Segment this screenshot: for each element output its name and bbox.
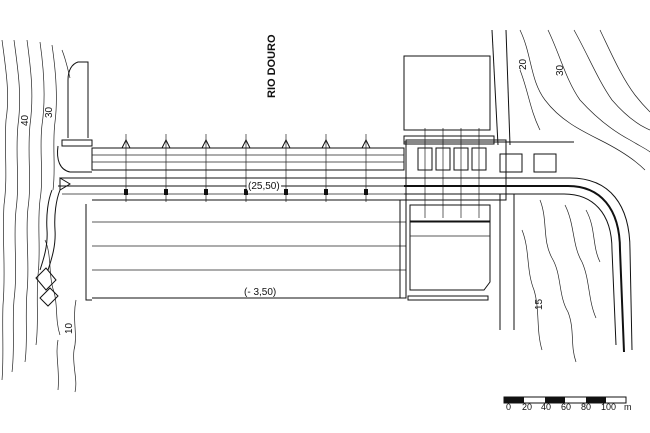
scale-unit: m	[624, 402, 632, 412]
dam-crest	[58, 134, 405, 202]
right-access-road	[404, 177, 633, 353]
contour-label-40: 40	[20, 114, 31, 126]
contour-label-20: 20	[518, 58, 529, 70]
scale-tick-0: 0	[506, 402, 511, 412]
left-access-road	[35, 61, 93, 307]
contour-label-30-right: 30	[555, 64, 566, 76]
scale-tick-100: 100	[601, 402, 616, 412]
spillway-piers	[121, 134, 371, 202]
scale-bar: 0 20 40 60 80 100 m	[503, 396, 632, 412]
scale-tick-20: 20	[522, 402, 532, 412]
crest-level-label: (25,50)	[248, 181, 280, 192]
right-bank-structures	[404, 29, 574, 173]
contour-label-15: 15	[534, 298, 545, 310]
basin-level-label: (- 3,50)	[244, 287, 276, 298]
scale-tick-80: 80	[581, 402, 591, 412]
river-label: RIO DOURO	[266, 34, 278, 98]
contour-label-10: 10	[64, 322, 75, 334]
stilling-basin	[85, 199, 407, 301]
scale-tick-40: 40	[541, 402, 551, 412]
contour-label-30-left: 30	[44, 106, 55, 118]
scale-tick-60: 60	[561, 402, 571, 412]
right-bank-contours	[519, 29, 650, 363]
powerhouse	[403, 55, 507, 301]
left-bank-contours	[1, 39, 77, 393]
